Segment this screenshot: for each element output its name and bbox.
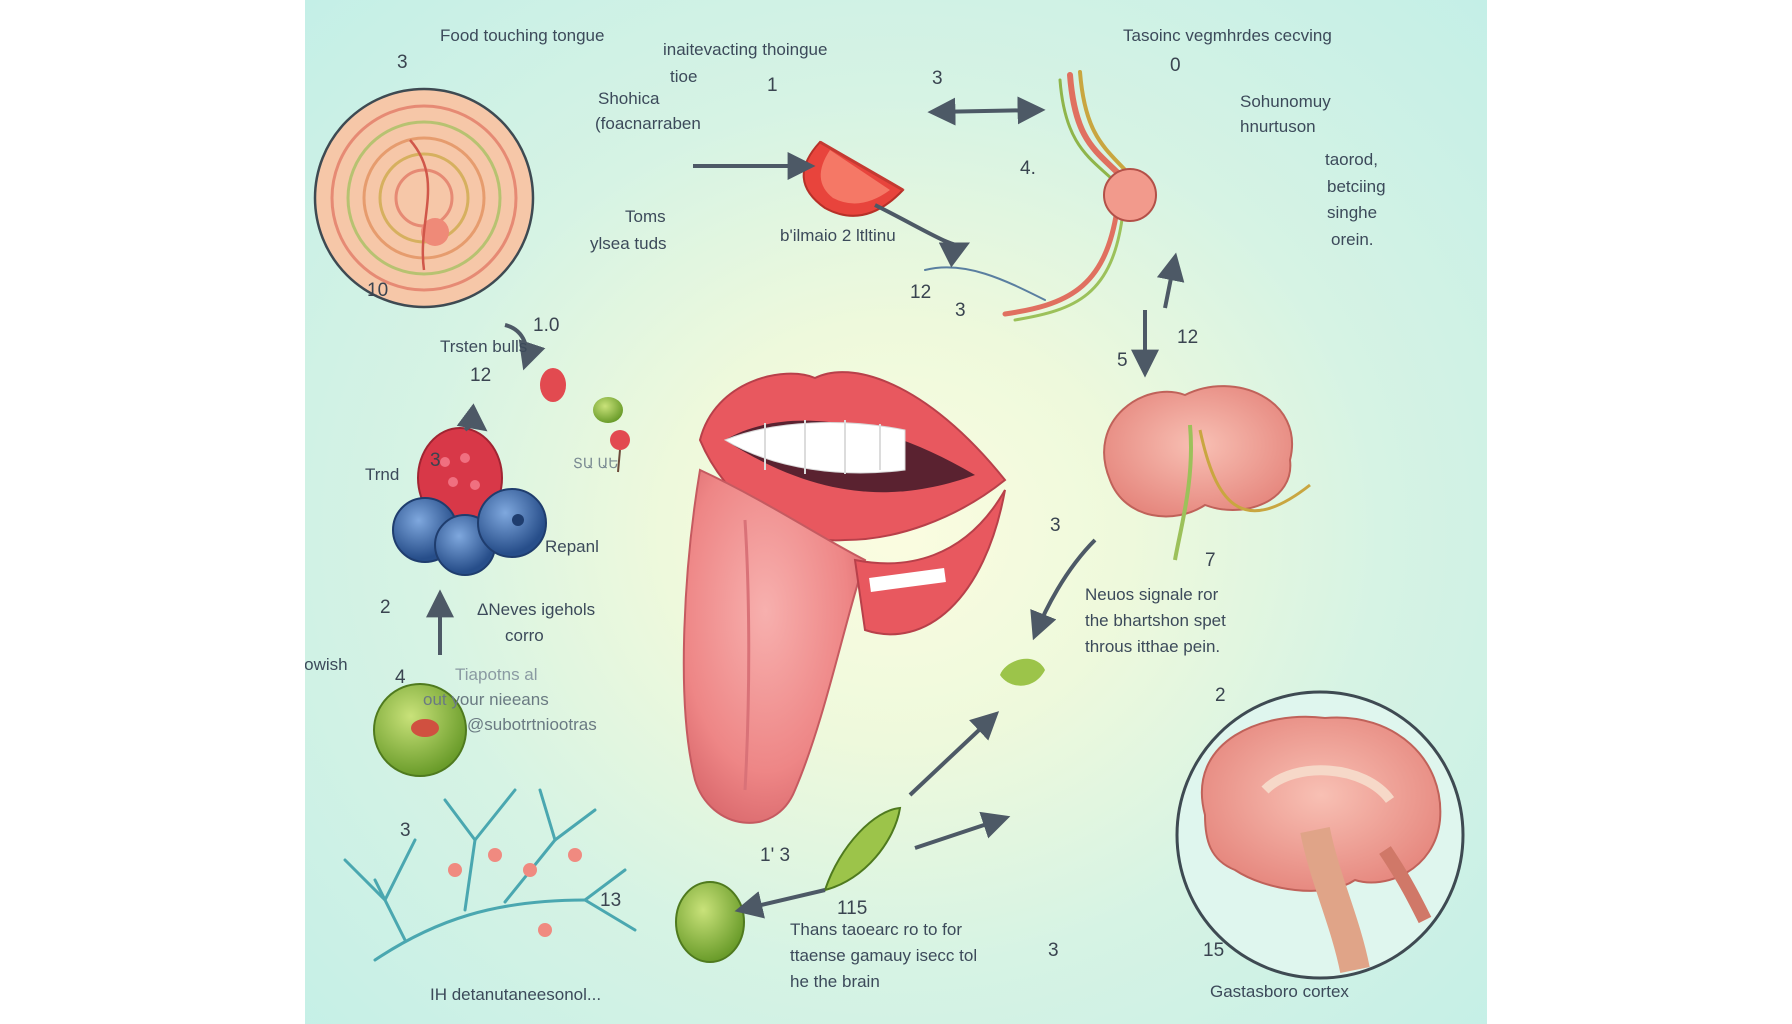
label-tasoinc: Tasoinc vegmhrdes cecving	[1123, 26, 1332, 45]
step-number: 3	[955, 300, 966, 321]
step-number: 3	[932, 68, 943, 89]
step-number: 15	[1203, 940, 1225, 961]
label-out-your: out your nieeans	[423, 690, 549, 709]
step-number: 4	[395, 667, 406, 688]
label-hnurtuson: hnurtuson	[1240, 117, 1316, 136]
green-fruit-left	[373, 683, 467, 777]
step-number: 7	[1205, 550, 1216, 571]
label-thans-3: he the brain	[790, 972, 880, 991]
step-number: 3	[430, 450, 441, 471]
label-singhe: singhe	[1327, 203, 1378, 222]
green-fruits-bottom	[675, 658, 1045, 963]
label-orein: orein.	[1331, 230, 1374, 249]
step-number: 4.	[1020, 158, 1036, 179]
label-thans-1: Thans taoearc ro to for	[790, 920, 962, 939]
step-number: 1.0	[533, 315, 560, 336]
label-repanl: Repanl	[545, 537, 599, 556]
nerve-bundle	[924, 70, 1157, 322]
label-neuos-1: Neuos signale ror	[1085, 585, 1219, 604]
label-subotrt: @subotrtniootras	[467, 715, 597, 734]
label-inaitevacting: inaitevacting thoingue	[663, 40, 828, 59]
label-tiapotns: Tiapotns al	[455, 665, 538, 684]
step-number: 10	[367, 280, 389, 301]
step-number: 0	[1170, 55, 1181, 76]
label-bitmaio: b'ilmaio 2 ltltinu	[780, 226, 896, 245]
step-number: 2	[1215, 685, 1226, 706]
step-number: 12	[470, 365, 492, 386]
label-food-touching-tongue: Food touching tongue	[440, 26, 605, 45]
label-foacnarraben: (foacnarraben	[595, 114, 701, 133]
label-taorod: taorod,	[1325, 150, 1378, 169]
small-fruits	[540, 368, 630, 473]
step-number: 3	[1048, 940, 1059, 961]
label-detanut: IH detanutaneesonol...	[430, 985, 602, 1004]
step-number: 115	[837, 898, 868, 919]
label-flowish: Flowish	[305, 655, 348, 674]
diagram-canvas: Food touching tongue 3 inaitevacting tho…	[305, 0, 1487, 1024]
flow-arrows	[426, 96, 1185, 919]
label-tioe: tioe	[670, 67, 698, 86]
illustration-layer	[313, 70, 1465, 980]
step-number: 3	[397, 52, 408, 73]
label-scribble: ՏԱ ԱԵ	[573, 455, 619, 471]
label-toms: Toms	[625, 207, 666, 226]
step-number: 3	[1050, 515, 1061, 536]
upper-brain	[1103, 385, 1311, 561]
step-number: 12	[1177, 327, 1199, 348]
label-gastasboro: Gastasboro cortex	[1210, 982, 1349, 1001]
brain-cross-section	[1175, 690, 1465, 980]
step-number: 3	[400, 820, 411, 841]
step-number: 13	[600, 890, 622, 911]
label-corro: corro	[505, 626, 544, 645]
label-betciing: betciing	[1327, 177, 1386, 196]
taste-bud-circle	[313, 87, 535, 309]
label-nevels: ΔNeves igehols	[477, 600, 596, 619]
label-trsten-buds: Trsten bulls	[440, 337, 528, 356]
branching-vessels	[343, 788, 637, 962]
label-sea-tuds: ylsea tuds	[590, 234, 667, 253]
step-number: 1	[767, 75, 778, 96]
mouth-illustration	[682, 371, 1007, 824]
label-sohunomuy: Sohunomuy	[1240, 92, 1331, 111]
label-neuos-2: the bhartshon spet	[1085, 611, 1226, 630]
berry-group	[392, 427, 547, 576]
tomato-slice	[802, 140, 905, 217]
step-number: 2	[380, 597, 391, 618]
step-number: 5	[1117, 350, 1128, 371]
step-number: 1' 3	[760, 845, 791, 866]
step-number: 12	[910, 282, 932, 303]
label-thans-2: ttaense gamauy isecc tol	[790, 946, 978, 965]
label-neuos-3: throus itthae pein.	[1085, 637, 1221, 656]
label-shohica: Shohica	[598, 89, 660, 108]
label-trnd: Trnd	[365, 465, 400, 484]
